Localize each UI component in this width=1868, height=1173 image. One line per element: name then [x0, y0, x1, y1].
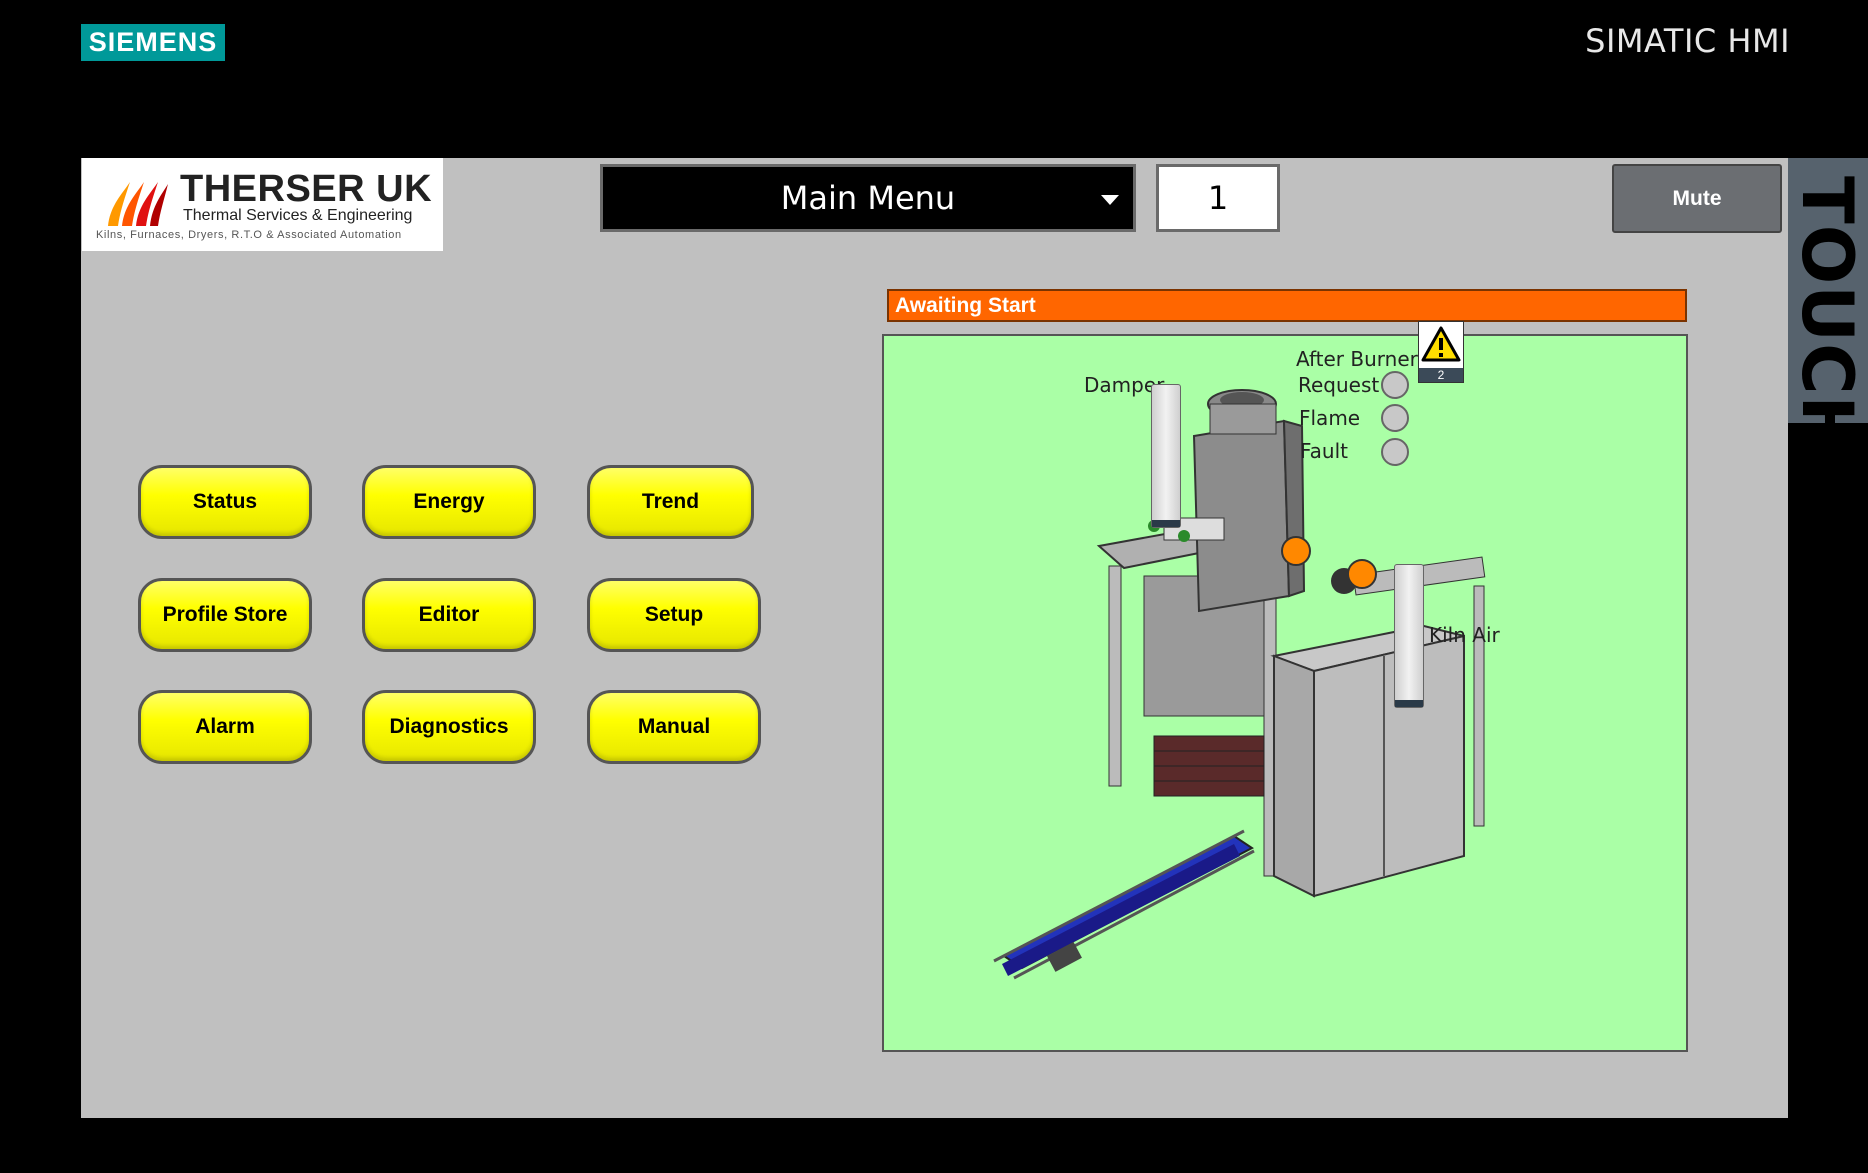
fault-indicator	[1381, 438, 1409, 466]
diagnostics-button[interactable]: Diagnostics	[362, 690, 536, 764]
warning-count: 2	[1419, 368, 1463, 382]
flame-logo-icon	[108, 182, 168, 226]
flame-label: Flame	[1299, 406, 1361, 430]
warning-triangle-icon	[1421, 326, 1461, 362]
fault-label: Fault	[1300, 439, 1348, 463]
warning-indicator[interactable]: 2	[1418, 321, 1464, 383]
kiln-machine-illustration	[993, 389, 1486, 980]
therser-logo: THERSER UK Thermal Services & Engineerin…	[82, 158, 443, 251]
status-button[interactable]: Status	[138, 465, 312, 539]
kiln-air-label: Kiln Air	[1429, 623, 1500, 647]
damper-gauge	[1151, 384, 1181, 528]
setup-button[interactable]: Setup	[587, 578, 761, 652]
screen-select-value: Main Menu	[780, 179, 956, 217]
editor-button[interactable]: Editor	[362, 578, 536, 652]
logo-tagline: Kilns, Furnaces, Dryers, R.T.O & Associa…	[96, 229, 402, 241]
touch-label: TOUCH	[1788, 158, 1868, 423]
status-banner: Awaiting Start	[887, 289, 1687, 322]
profile-store-button[interactable]: Profile Store	[138, 578, 312, 652]
process-diagram-panel: Damper After Burner Request Flame Fault …	[882, 334, 1688, 1052]
logo-title: THERSER UK	[180, 168, 433, 210]
damper-label: Damper	[1084, 373, 1165, 397]
status-text: Awaiting Start	[895, 293, 1036, 317]
chevron-down-icon	[1101, 195, 1119, 205]
siemens-logo: SIEMENS	[81, 24, 225, 61]
logo-subtitle: Thermal Services & Engineering	[183, 207, 413, 224]
trend-button[interactable]: Trend	[587, 465, 754, 539]
kiln-air-gauge	[1394, 564, 1424, 708]
screen-number-field[interactable]: 1	[1156, 164, 1280, 232]
after-burner-label: After Burner	[1296, 347, 1418, 371]
mute-button[interactable]: Mute	[1612, 164, 1782, 233]
request-indicator	[1381, 371, 1409, 399]
flame-indicator	[1381, 404, 1409, 432]
alarm-button[interactable]: Alarm	[138, 690, 312, 764]
manual-button[interactable]: Manual	[587, 690, 761, 764]
request-label: Request	[1298, 373, 1380, 397]
screen-select-dropdown[interactable]: Main Menu	[600, 164, 1136, 232]
simatic-hmi-label: SIMATIC HMI	[1585, 22, 1790, 60]
energy-button[interactable]: Energy	[362, 465, 536, 539]
